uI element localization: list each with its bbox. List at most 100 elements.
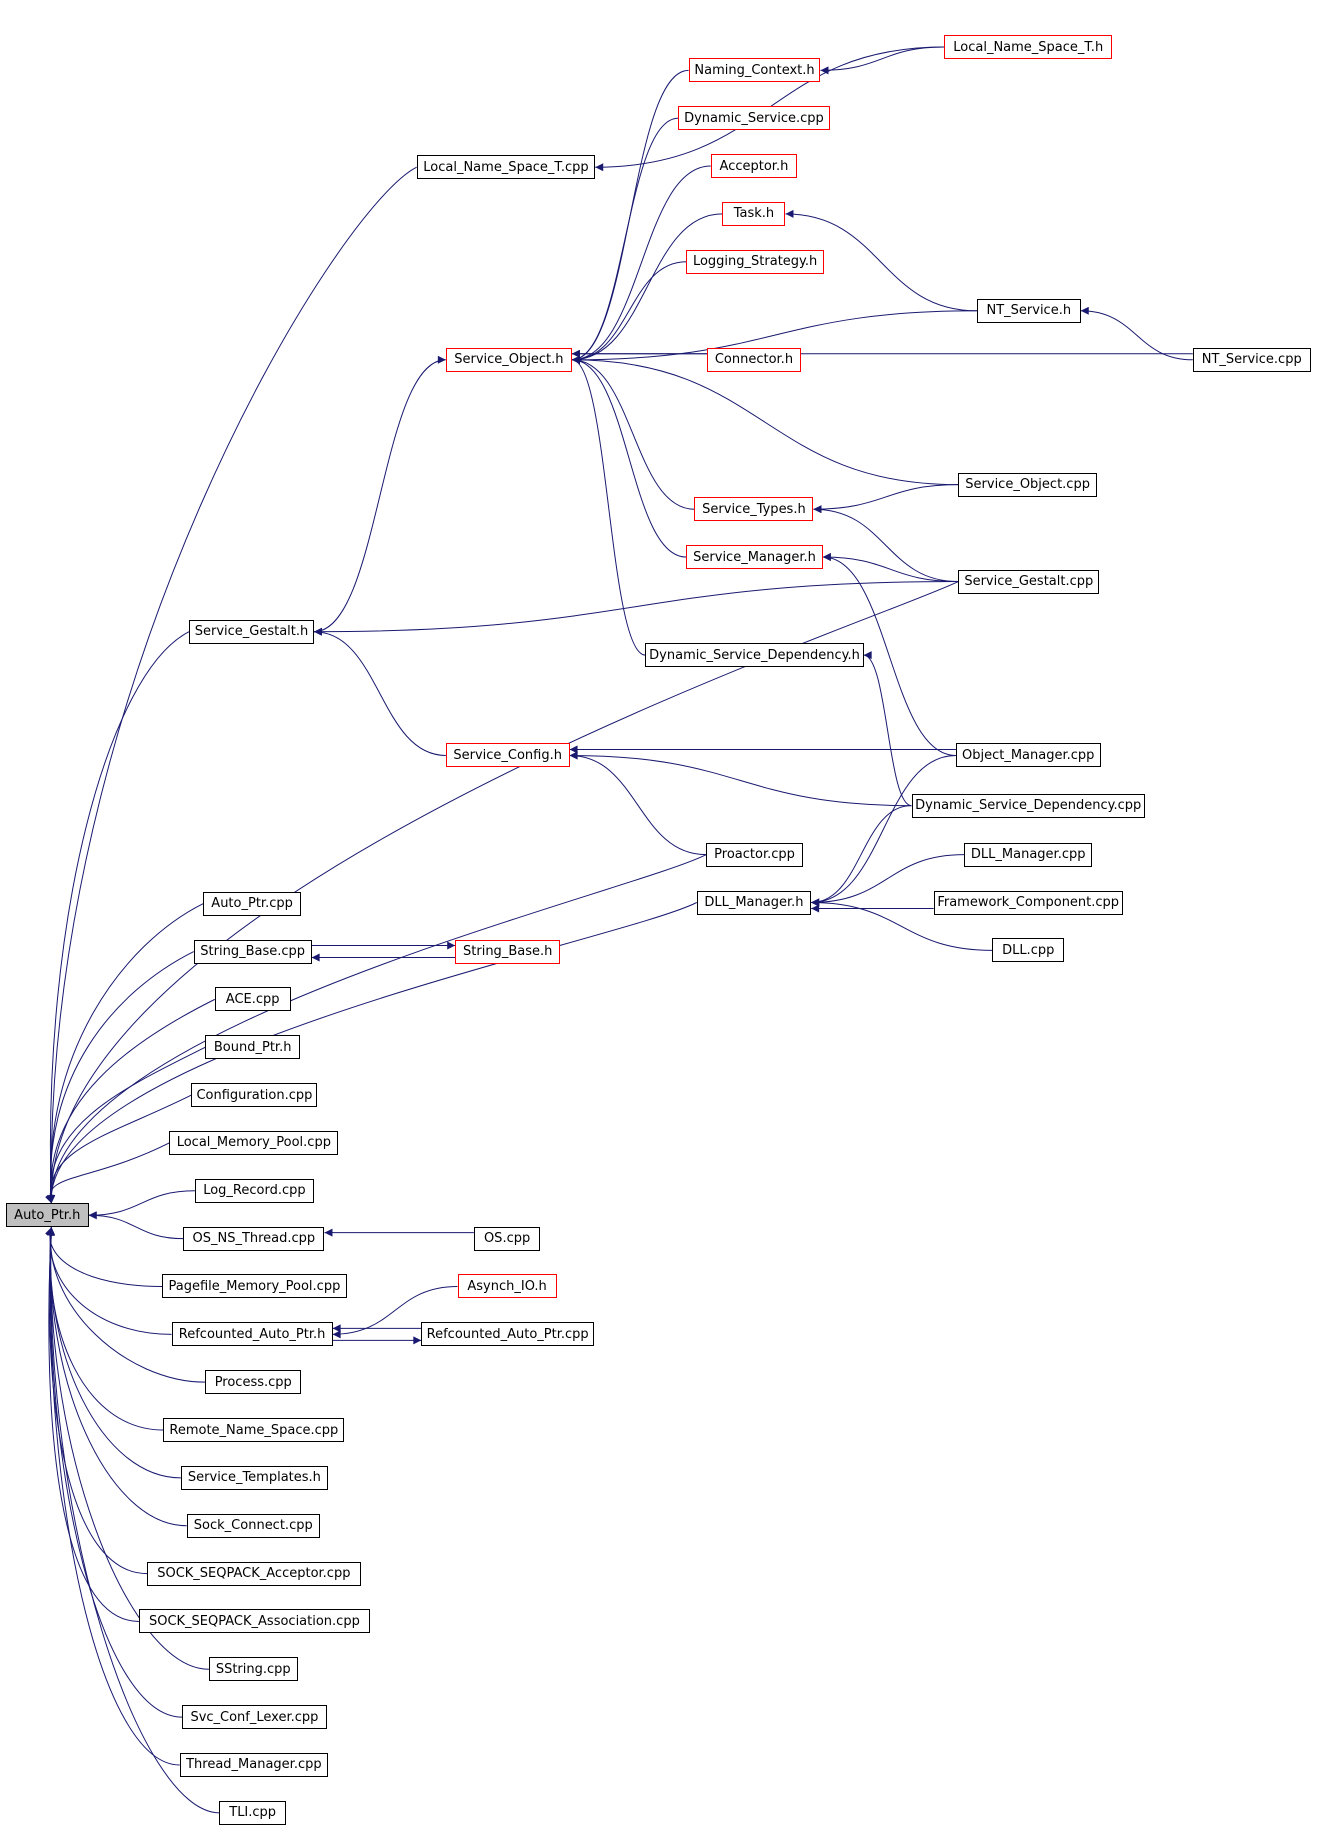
edge-service_gestalt_cpp-to-service_types_h [813,505,959,583]
edge-service_gestalt_cpp-to-service_gestalt_h [313,581,959,636]
node-dll-manager-h[interactable]: DLL_Manager.h [696,890,812,915]
node-sstring-cpp[interactable]: SString.cpp [208,1657,298,1682]
edge-sstring_cpp-to-auto_ptr_h [47,1227,209,1670]
node-sock-connect-cpp[interactable]: Sock_Connect.cpp [186,1513,320,1538]
edge-object_manager_cpp-to-service_manager_h [822,553,956,756]
node-local-name-space-t-h[interactable]: Local_Name_Space_T.h [944,35,1113,59]
node-object-manager-cpp[interactable]: Object_Manager.cpp [955,743,1101,768]
edge-dll_manager_h-to-auto_ptr_h [46,902,697,1204]
edge-service_gestalt_h-to-service_object_h [313,355,446,633]
edge-string_base_cpp-to-auto_ptr_h [46,951,194,1204]
edge-object_manager_cpp-to-dll_manager_h [811,754,956,907]
edge-local_memory_pool_cpp-to-auto_ptr_h [45,1142,170,1204]
node-os-cpp[interactable]: OS.cpp [473,1226,541,1251]
node-auto-ptr-cpp[interactable]: Auto_Ptr.cpp [203,891,302,916]
node-service-types-h[interactable]: Service_Types.h [694,497,814,522]
edge-service_gestalt_cpp-to-auto_ptr_h [47,581,959,1204]
node-dynamic-service-dependency-cpp[interactable]: Dynamic_Service_Dependency.cpp [911,793,1145,818]
edge-nt_service_cpp-to-nt_service_h [1080,306,1193,361]
node-logging-strategy-h[interactable]: Logging_Strategy.h [686,249,824,274]
edge-logging_strategy_h-to-service_object_h [571,261,687,364]
edge-service_manager_h-to-service_object_h [571,355,687,558]
edge-local_name_space_t_cpp-to-auto_ptr_h [47,166,417,1204]
node-nt-service-cpp[interactable]: NT_Service.cpp [1192,347,1311,372]
edge-tli_cpp-to-auto_ptr_h [47,1227,220,1814]
edge-os_ns_thread_cpp-to-auto_ptr_h [88,1211,184,1240]
node-local-name-space-t-cpp[interactable]: Local_Name_Space_T.cpp [416,155,596,180]
node-dll-cpp[interactable]: DLL.cpp [992,938,1065,963]
node-tli-cpp[interactable]: TLI.cpp [219,1800,286,1825]
node-service-object-cpp[interactable]: Service_Object.cpp [958,472,1098,497]
edge-dynamic_service_dependency_cpp-to-service_config_h [569,751,912,807]
edge-pagefile_memory_pool_cpp-to-auto_ptr_h [45,1227,163,1287]
node-service-object-h[interactable]: Service_Object.h [445,347,572,372]
node-auto-ptr-h[interactable]: Auto_Ptr.h [5,1203,89,1228]
node-service-manager-h[interactable]: Service_Manager.h [686,545,823,570]
node-naming-context-h[interactable]: Naming_Context.h [688,58,821,83]
node-service-templates-h[interactable]: Service_Templates.h [180,1465,328,1490]
edge-proactor_cpp-to-auto_ptr_h [46,854,707,1204]
node-acceptor-h[interactable]: Acceptor.h [710,154,798,179]
node-local-memory-pool-cpp[interactable]: Local_Memory_Pool.cpp [169,1130,339,1155]
node-dynamic-service-dependency-h[interactable]: Dynamic_Service_Dependency.h [645,643,864,668]
node-sock-seqpack-acceptor-cpp[interactable]: SOCK_SEQPACK_Acceptor.cpp [147,1561,361,1586]
node-svc-conf-lexer-cpp[interactable]: Svc_Conf_Lexer.cpp [182,1705,327,1730]
edge-dynamic_service_dependency_cpp-to-dll_manager_h [811,805,912,907]
edge-process_cpp-to-auto_ptr_h [46,1227,206,1383]
node-log-record-cpp[interactable]: Log_Record.cpp [194,1178,314,1203]
node-string-base-h[interactable]: String_Base.h [455,939,561,964]
edge-remote_name_space_cpp-to-auto_ptr_h [46,1227,164,1431]
node-asynch-io-h[interactable]: Asynch_IO.h [457,1274,557,1299]
edge-dynamic_service_dependency_h-to-service_object_h [571,355,646,656]
edge-log_record_cpp-to-auto_ptr_h [88,1190,195,1220]
edge-svc_conf_lexer_cpp-to-auto_ptr_h [47,1227,183,1718]
node-service-gestalt-cpp[interactable]: Service_Gestalt.cpp [958,569,1100,594]
edge-service_gestalt_h-to-auto_ptr_h [47,631,190,1204]
edge-local_name_space_t_h-to-naming_context_h [820,46,945,75]
node-proactor-cpp[interactable]: Proactor.cpp [706,842,803,867]
node-sock-seqpack-association-cpp[interactable]: SOCK_SEQPACK_Association.cpp [138,1609,370,1634]
edge-proactor_cpp-to-service_config_h [569,751,707,856]
edge-dynamic_service_cpp-to-service_object_h [571,117,679,364]
node-dll-manager-cpp[interactable]: DLL_Manager.cpp [964,842,1093,867]
node-task-h[interactable]: Task.h [722,201,786,226]
edge-service_object_cpp-to-service_types_h [813,484,959,514]
node-bound-ptr-h[interactable]: Bound_Ptr.h [205,1035,300,1060]
edge-sock_seqpack_association_cpp-to-auto_ptr_h [47,1227,139,1622]
node-service-gestalt-h[interactable]: Service_Gestalt.h [189,619,314,644]
node-service-config-h[interactable]: Service_Config.h [445,743,570,768]
node-os-ns-thread-cpp[interactable]: OS_NS_Thread.cpp [183,1226,325,1251]
edge-service_gestalt_cpp-to-service_manager_h [822,553,959,583]
node-connector-h[interactable]: Connector.h [707,347,801,372]
edge-dynamic_service_dependency_cpp-to-dynamic_service_dependency_h [863,651,912,807]
node-nt-service-h[interactable]: NT_Service.h [976,298,1081,323]
edge-asynch_io_h-to-refcounted_auto_ptr_h [332,1285,458,1339]
node-string-base-cpp[interactable]: String_Base.cpp [193,939,312,964]
node-configuration-cpp[interactable]: Configuration.cpp [191,1083,318,1108]
edge-refcounted_auto_ptr_h-to-auto_ptr_h [46,1227,172,1335]
node-process-cpp[interactable]: Process.cpp [205,1370,302,1395]
node-dynamic-service-cpp[interactable]: Dynamic_Service.cpp [678,106,830,131]
edge-dll_manager_cpp-to-dll_manager_h [811,854,965,907]
edge-service_config_h-to-service_gestalt_h [313,627,446,756]
node-remote-name-space-cpp[interactable]: Remote_Name_Space.cpp [163,1418,345,1443]
node-ace-cpp[interactable]: ACE.cpp [214,987,291,1012]
edge-acceptor_h-to-service_object_h [571,165,711,364]
node-framework-component-cpp[interactable]: Framework_Component.cpp [933,890,1123,915]
node-refcounted-auto-ptr-h[interactable]: Refcounted_Auto_Ptr.h [171,1322,333,1347]
edge-bound_ptr_h-to-auto_ptr_h [46,1046,206,1204]
edge-nt_service_h-to-service_object_h [571,310,977,364]
edge-task_h-to-service_object_h [571,213,723,364]
edge-service_object_cpp-to-service_object_h [571,355,959,486]
edge-thread_manager_cpp-to-auto_ptr_h [47,1227,180,1766]
edge-service_types_h-to-service_object_h [571,355,695,510]
edge-dll_cpp-to-dll_manager_h [811,898,993,951]
edge-sock_seqpack_acceptor_cpp-to-auto_ptr_h [46,1227,148,1575]
edge-ace_cpp-to-auto_ptr_h [46,998,215,1204]
node-refcounted-auto-ptr-cpp[interactable]: Refcounted_Auto_Ptr.cpp [421,1322,595,1347]
edge-configuration_cpp-to-auto_ptr_h [46,1094,192,1204]
node-thread-manager-cpp[interactable]: Thread_Manager.cpp [179,1752,328,1777]
node-pagefile-memory-pool-cpp[interactable]: Pagefile_Memory_Pool.cpp [162,1274,347,1299]
